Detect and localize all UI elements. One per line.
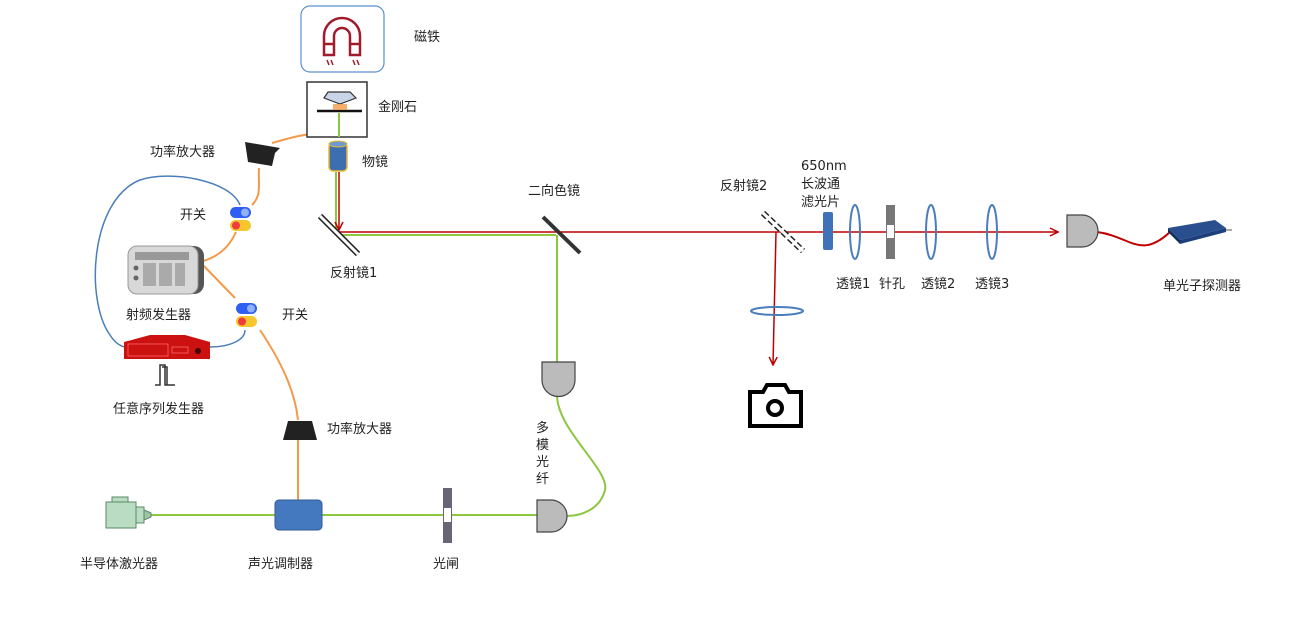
lens-1-label: 透镜1 — [836, 277, 870, 292]
multimode-fiber-label: 多 模 光 纤 — [536, 420, 549, 487]
dichroic-mirror: 二向色镜 — [528, 183, 582, 255]
longpass-filter: 650nm 长波通 滤光片 — [801, 159, 847, 250]
mirror-1-label: 反射镜1 — [330, 265, 377, 281]
acousto-optic-modulator: 声光调制器 — [248, 499, 323, 572]
magnet: 磁铁 — [300, 5, 440, 73]
fiber-coupler-top — [541, 361, 576, 398]
diamond-label: 金刚石 — [378, 99, 417, 115]
laser-label: 半导体激光器 — [80, 557, 158, 572]
camera-lens — [750, 306, 804, 316]
diamond-sample: 金刚石 — [306, 81, 417, 138]
camera-icon — [748, 383, 803, 428]
shutter-label: 光闸 — [433, 557, 459, 572]
dichroic-label: 二向色镜 — [528, 183, 580, 199]
magnet-label: 磁铁 — [414, 30, 440, 45]
switch-1-label: 开关 — [180, 208, 206, 223]
switch-2-label: 开关 — [282, 308, 308, 323]
svg-text:650nm: 650nm — [801, 159, 847, 174]
svg-text:纤: 纤 — [536, 472, 549, 487]
aom-label: 声光调制器 — [248, 557, 313, 572]
rf-generator-label: 射频发生器 — [126, 307, 191, 323]
svg-text:滤光片: 滤光片 — [801, 195, 840, 210]
switch-1[interactable]: 开关 — [180, 207, 251, 231]
lens-2 — [925, 204, 937, 260]
lens-2-label: 透镜2 — [921, 277, 955, 292]
pulse-icon — [155, 364, 175, 386]
lens-3 — [986, 204, 998, 260]
mirror-2-label: 反射镜2 — [720, 178, 767, 194]
red-beam-to-camera — [773, 231, 776, 365]
power-amp-1-label: 功率放大器 — [150, 144, 215, 160]
pinhole — [886, 205, 895, 259]
svg-text:模: 模 — [536, 438, 549, 453]
svg-text:长波通: 长波通 — [801, 177, 840, 192]
power-amplifier-2: 功率放大器 — [283, 421, 392, 440]
single-photon-detector: 单光子探测器 — [1163, 220, 1241, 294]
svg-text:光: 光 — [536, 455, 549, 470]
rf-generator: 射频发生器 — [126, 245, 204, 323]
multimode-fiber-line — [556, 394, 607, 517]
objective-label: 物镜 — [362, 155, 388, 170]
power-amplifier-1: 功率放大器 — [150, 142, 280, 166]
fiber-coupler-bottom — [536, 499, 568, 533]
power-amp-2-label: 功率放大器 — [327, 421, 392, 437]
spd-fiber-line — [1096, 231, 1171, 247]
lens-1 — [849, 204, 861, 260]
spd-fiber-coupler — [1066, 214, 1099, 248]
beams — [150, 172, 1171, 517]
spd-label: 单光子探测器 — [1163, 279, 1241, 294]
objective-lens: 物镜 — [328, 140, 388, 172]
semiconductor-laser: 半导体激光器 — [80, 496, 158, 572]
cables — [94, 107, 346, 500]
diamond-sample-icon — [317, 91, 362, 137]
svg-text:多: 多 — [536, 420, 549, 436]
arbitrary-sequence-generator: 任意序列发生器 — [113, 335, 210, 417]
lens-3-label: 透镜3 — [975, 277, 1009, 292]
awg-label: 任意序列发生器 — [113, 401, 204, 417]
mirror-2: 反射镜2 — [720, 178, 806, 254]
mirror-1: 反射镜1 — [317, 213, 377, 281]
magnet-icon — [322, 16, 362, 66]
pinhole-label: 针孔 — [879, 277, 905, 292]
switch-2[interactable]: 开关 — [236, 303, 308, 327]
shutter: 光闸 — [433, 488, 459, 572]
